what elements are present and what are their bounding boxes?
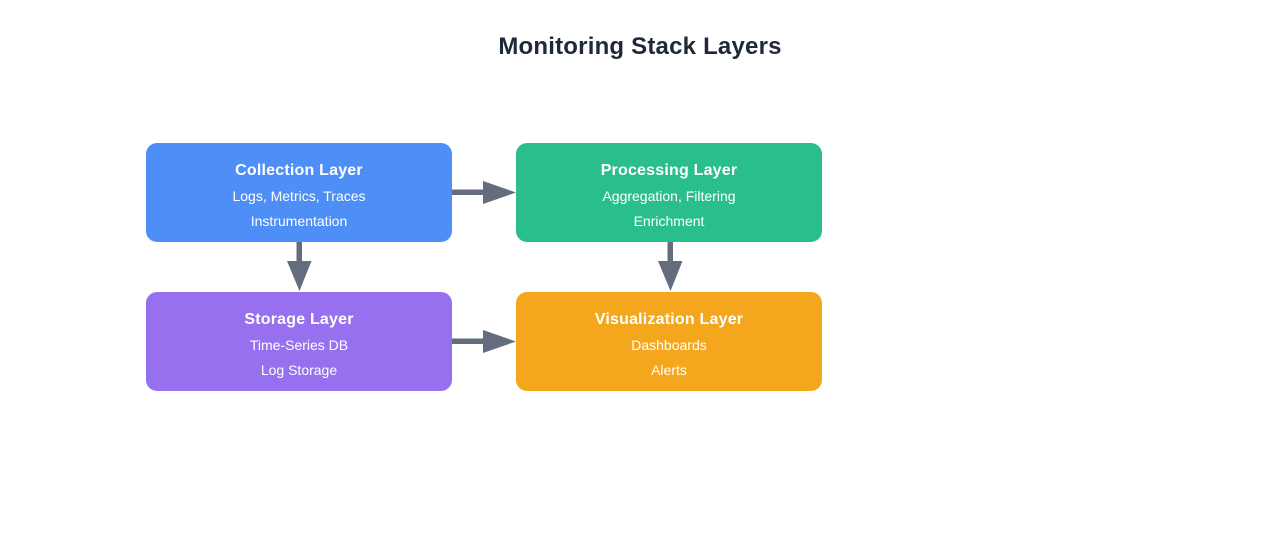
node-title: Collection Layer: [235, 161, 363, 179]
node-title: Processing Layer: [600, 161, 738, 179]
arrow-collection-to-storage: [287, 242, 312, 291]
node-visualization-layer: Visualization Layer Dashboards Alerts: [516, 292, 822, 391]
node-processing-layer: Processing Layer Aggregation, Filtering …: [516, 143, 822, 242]
node-detail: Instrumentation: [250, 212, 348, 229]
node-detail: Dashboards: [631, 336, 707, 353]
arrow-processing-to-visualization: [658, 242, 683, 291]
node-storage-layer: Storage Layer Time-Series DB Log Storage: [146, 292, 452, 391]
node-detail: Time-Series DB: [249, 336, 349, 353]
node-detail: Enrichment: [633, 212, 705, 229]
node-detail: Alerts: [651, 361, 687, 378]
node-title: Visualization Layer: [594, 310, 744, 328]
node-title: Storage Layer: [244, 310, 354, 328]
arrow-collection-to-processing: [452, 181, 516, 204]
node-detail: Log Storage: [260, 361, 338, 378]
node-collection-layer: Collection Layer Logs, Metrics, Traces I…: [146, 143, 452, 242]
node-detail: Aggregation, Filtering: [602, 187, 736, 204]
arrow-storage-to-visualization: [452, 330, 516, 353]
node-detail: Logs, Metrics, Traces: [232, 187, 366, 204]
diagram-title: Monitoring Stack Layers: [498, 33, 782, 60]
